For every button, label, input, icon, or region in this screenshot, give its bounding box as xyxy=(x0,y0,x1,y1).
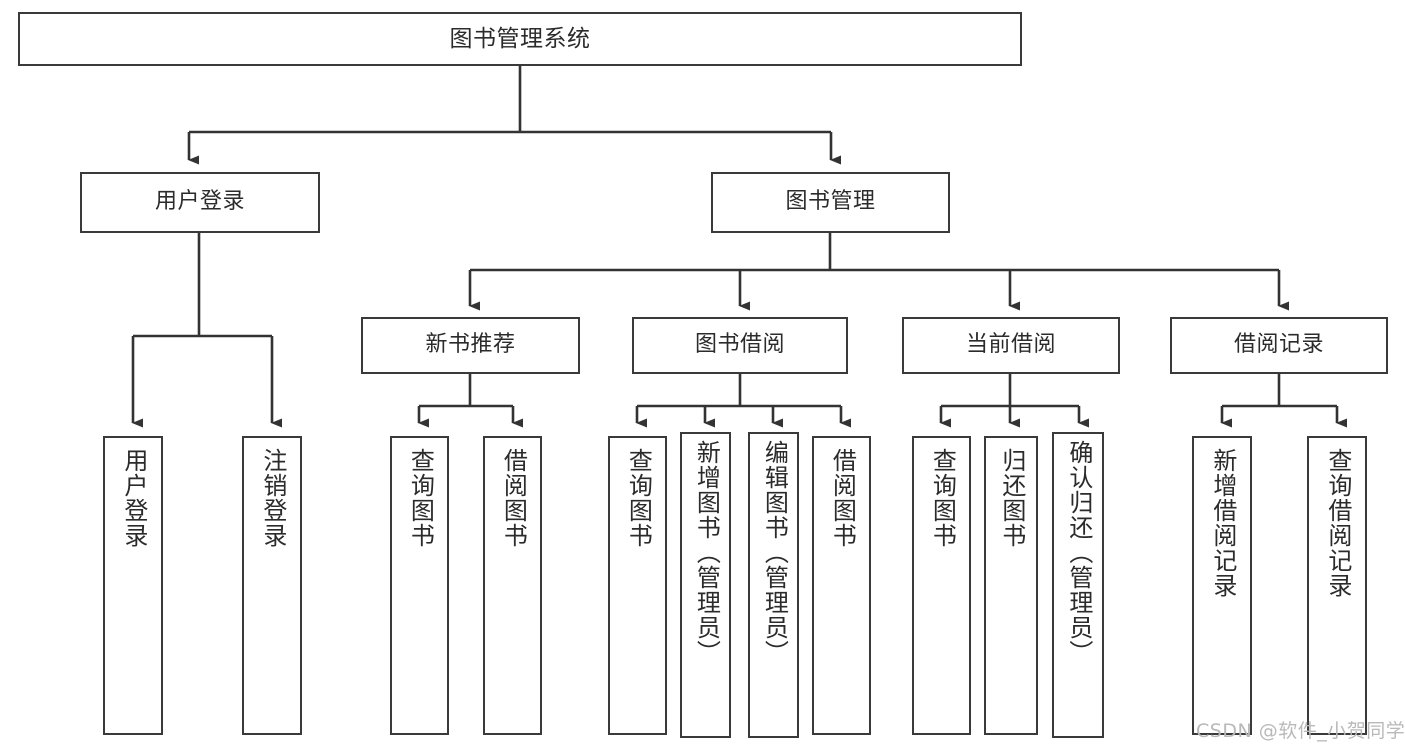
node-leaf-query-book-1[interactable]: 查询图书 xyxy=(390,436,449,735)
node-leaf-borrow-book-1[interactable]: 借阅图书 xyxy=(483,436,542,735)
node-label: 查询图书 xyxy=(624,448,653,548)
node-leaf-return-book[interactable]: 归还图书 xyxy=(984,436,1038,735)
node-label: 注销登录 xyxy=(258,448,287,548)
node-leaf-add-record[interactable]: 新增借阅记录 xyxy=(1192,436,1252,735)
node-leaf-logout-login[interactable]: 注销登录 xyxy=(242,436,302,735)
node-borrow-record[interactable]: 借阅记录 xyxy=(1170,317,1388,374)
node-label: 新增借阅记录 xyxy=(1208,448,1237,598)
node-label: 借阅图书 xyxy=(499,448,528,548)
node-label: 借阅记录 xyxy=(1233,332,1324,358)
node-leaf-confirm-return[interactable]: 确认归还（管理员） xyxy=(1052,432,1104,738)
node-label: 图书借阅 xyxy=(694,332,785,358)
node-label: 归还图书 xyxy=(997,448,1026,548)
node-leaf-borrow-book-2[interactable]: 借阅图书 xyxy=(812,436,871,735)
node-current-borrow[interactable]: 当前借阅 xyxy=(902,317,1120,374)
node-label: 新增图书（管理员） xyxy=(692,440,721,665)
node-label: 查询图书 xyxy=(406,448,435,548)
node-label: 图书管理 xyxy=(785,189,876,215)
node-user-login[interactable]: 用户登录 xyxy=(80,172,320,233)
node-label: 查询借阅记录 xyxy=(1323,448,1352,598)
node-label: 借阅图书 xyxy=(828,448,857,548)
node-label: 用户登录 xyxy=(119,448,148,548)
node-book-borrow[interactable]: 图书借阅 xyxy=(632,317,848,374)
node-leaf-edit-book[interactable]: 编辑图书（管理员） xyxy=(748,432,799,738)
node-leaf-user-login[interactable]: 用户登录 xyxy=(103,436,163,735)
node-label: 确认归还（管理员） xyxy=(1064,440,1093,665)
node-leaf-query-record[interactable]: 查询借阅记录 xyxy=(1307,436,1367,735)
node-new-book-recommend[interactable]: 新书推荐 xyxy=(361,317,580,374)
node-leaf-query-book-3[interactable]: 查询图书 xyxy=(912,436,971,735)
node-label: 新书推荐 xyxy=(425,332,516,358)
csdn-watermark: CSDN @软件_小贺同学 xyxy=(1196,720,1405,742)
node-label: 编辑图书（管理员） xyxy=(760,440,789,665)
node-label: 图书管理系统 xyxy=(449,25,591,52)
node-book-manage[interactable]: 图书管理 xyxy=(711,172,950,233)
node-label: 查询图书 xyxy=(928,448,957,548)
node-root-book-management-system[interactable]: 图书管理系统 xyxy=(18,12,1022,66)
node-leaf-add-book[interactable]: 新增图书（管理员） xyxy=(680,432,731,738)
node-leaf-query-book-2[interactable]: 查询图书 xyxy=(608,436,667,735)
node-label: 当前借阅 xyxy=(965,332,1056,358)
node-label: 用户登录 xyxy=(154,189,245,215)
